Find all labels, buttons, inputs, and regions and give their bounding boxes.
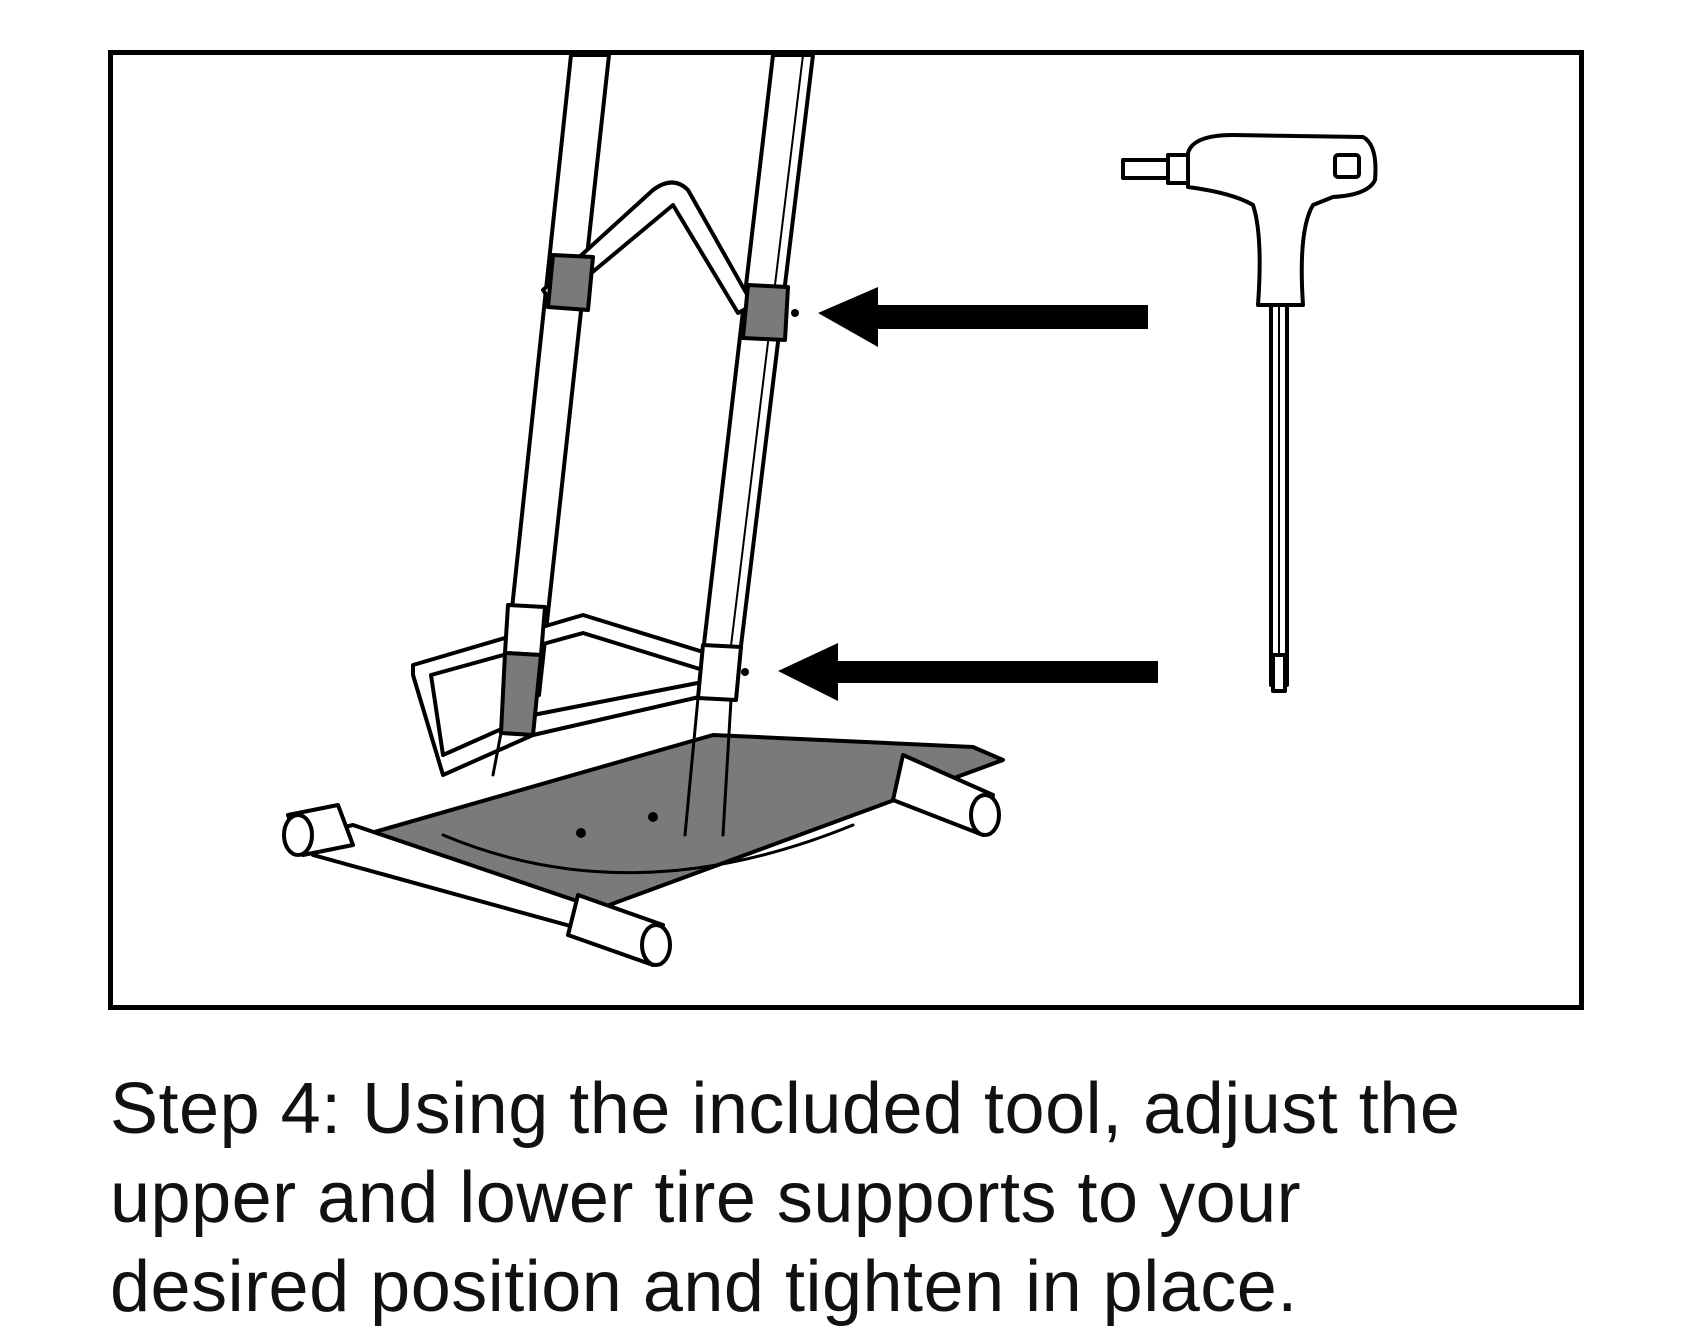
left-arrow-icon-lower (778, 643, 1158, 701)
step-caption: Step 4: Using the included tool, adjust … (110, 1065, 1590, 1332)
caption-line-2: upper and lower tire supports to your (110, 1158, 1302, 1238)
right-upright (696, 55, 815, 697)
upper-clamp-right (741, 283, 790, 342)
bike-stand-illustration (282, 55, 1378, 967)
lower-clamp-right (696, 643, 743, 702)
lower-bolt (741, 668, 749, 676)
left-arrow-icon-upper (818, 287, 1148, 347)
lower-clamp-left (503, 603, 547, 657)
upper-bolt (791, 309, 799, 317)
upper-tire-support (541, 180, 755, 315)
left-foot-cap (282, 803, 355, 857)
right-foot-cap (891, 753, 1001, 837)
front-foot-cap (566, 893, 672, 967)
caption-line-1: Step 4: Using the included tool, adjust … (110, 1069, 1461, 1149)
plate-hole-1 (576, 828, 586, 838)
turntable-ring (441, 823, 855, 875)
plate-hole-2 (648, 812, 658, 822)
caption-line-3: desired position and tighten in place. (110, 1247, 1298, 1327)
left-upright (501, 55, 611, 697)
t-handle-hex-key-icon (1121, 133, 1378, 693)
upper-clamp-left (546, 253, 595, 312)
illustration-frame (108, 50, 1584, 1010)
